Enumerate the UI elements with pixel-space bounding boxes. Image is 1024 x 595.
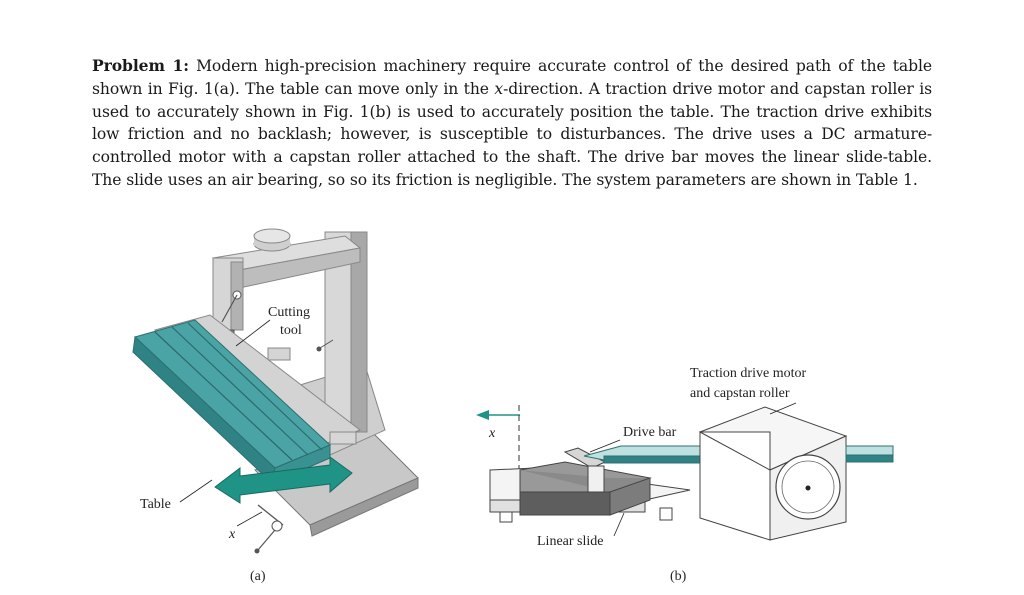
figure-a-machine: Cutting tool Table x (a)	[132, 228, 419, 584]
table-handwheel	[271, 520, 283, 532]
label-x-b: x	[488, 426, 496, 441]
label-table: Table	[140, 497, 171, 512]
caption-b: (b)	[670, 569, 687, 584]
caption-a: (a)	[250, 569, 266, 584]
label-linear-slide: Linear slide	[537, 534, 603, 549]
problem-var-x: x	[494, 79, 504, 98]
figure-b-drive: x Traction drive motor and ca	[476, 366, 894, 584]
label-drive-bar: Drive bar	[623, 425, 677, 440]
label-motor-line-2: and capstan roller	[690, 386, 790, 401]
problem-text-1: Modern high-precision machinery require …	[92, 57, 932, 98]
problem-heading: Problem 1:	[92, 56, 189, 75]
problem-paragraph: Problem 1: Modern high-precision machine…	[92, 55, 932, 192]
x-direction-arrow	[476, 410, 489, 420]
problem-text-2: -direction. A traction drive motor and c…	[92, 79, 932, 189]
label-x-a: x	[228, 527, 236, 542]
label-cutting: Cutting	[268, 305, 310, 320]
motion-arrow	[214, 456, 353, 504]
label-motor-line-1: Traction drive motor	[690, 366, 806, 381]
label-tool: tool	[280, 323, 302, 338]
